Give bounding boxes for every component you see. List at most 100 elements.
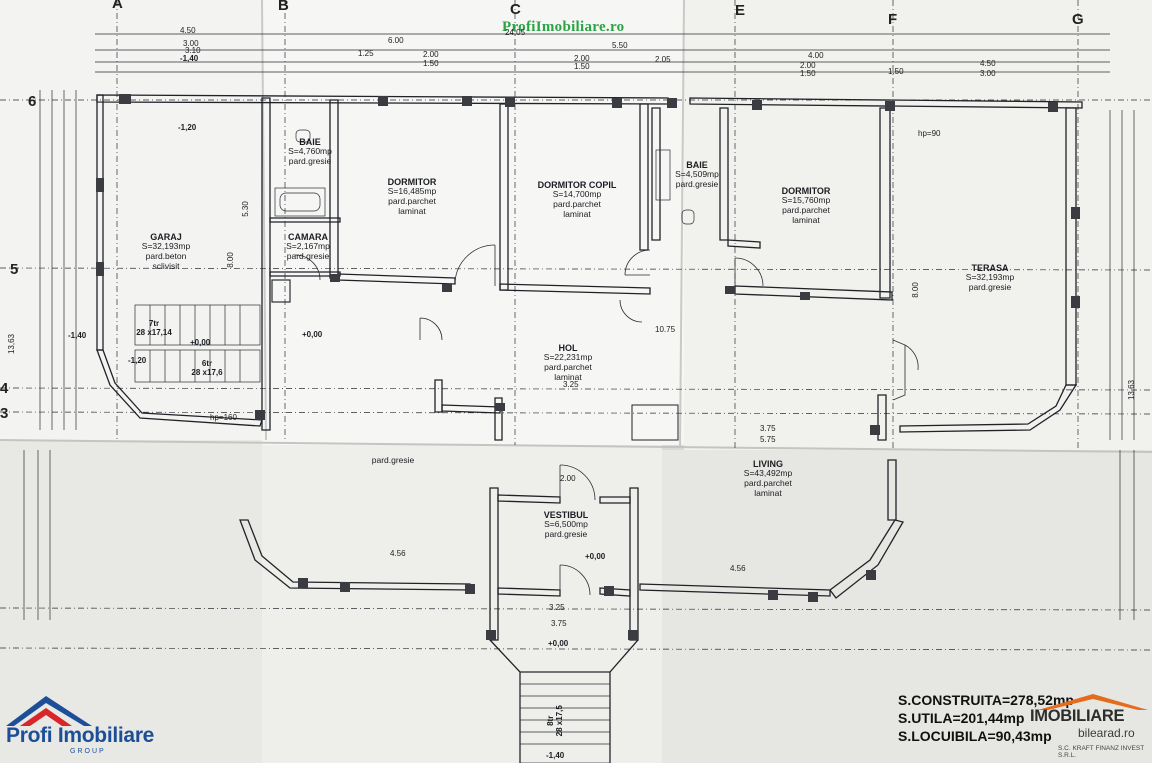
room-baie2-name: BAIE <box>686 160 708 170</box>
room-dormitor2: DORMITOR S=15,760mp pard.parchet laminat <box>782 186 831 226</box>
room-living-name: LIVING <box>752 459 784 469</box>
level-garaj: -1,20 <box>178 123 197 132</box>
logo-left-text: Profi Imobiliare <box>6 724 155 747</box>
room-garaj-area: S=32,193mp <box>141 241 191 252</box>
room-vestibul: VESTIBUL S=6,500mp pard.gresie <box>544 510 589 540</box>
roof-icon <box>1038 694 1148 710</box>
level-vestibul: +0,00 <box>585 552 606 561</box>
room-dormitor1-name: DORMITOR <box>387 177 437 187</box>
stair-garaj-a-size: 28 x17,14 <box>136 327 172 337</box>
room-hol: HOL S=22,231mp pard.parchet laminat <box>544 343 592 383</box>
dim-hp-90: hp=90 <box>918 129 941 138</box>
grid-letter-c: C <box>510 1 521 18</box>
room-partial-left-floor: pard.gresie <box>371 455 415 465</box>
dim-top-row2-4: 2.00 <box>574 54 590 63</box>
room-dormitor2-floor: pard.parchet <box>782 205 830 216</box>
room-hol-area: S=22,231mp <box>543 352 593 363</box>
room-baie1-floor: pard.gresie <box>288 156 332 167</box>
stair-entrance-size: 28 x17,5 <box>555 705 564 737</box>
level-entrance: +0,00 <box>548 639 569 648</box>
room-dormitor-copil-floor2: laminat <box>563 208 591 219</box>
grid-letter-a: A <box>112 0 123 12</box>
room-terasa-area: S=32,193mp <box>965 272 1015 283</box>
sheet-bottom-center <box>262 445 662 763</box>
room-dormitor1-area: S=16,485mp <box>387 186 437 197</box>
sheet-top-right <box>684 0 1152 455</box>
room-dormitor1-floor2: laminat <box>398 205 426 216</box>
dim-hp-160: hp=160 <box>210 413 237 422</box>
level-entrance-bottom: -1,40 <box>546 751 565 760</box>
room-living-floor2: laminat <box>754 487 782 498</box>
logo-right-text: IMOBILIARE <box>1030 707 1125 725</box>
house-roof-icon <box>6 696 92 726</box>
dim-top-1: 4.50 <box>180 26 196 35</box>
stair-entrance: 8tr 28 x17,5 <box>546 705 565 737</box>
dim-bottom-mid2: 5.75 <box>760 435 776 444</box>
summary-construita: S.CONSTRUITA=278,52mp <box>898 692 1074 708</box>
imobiliare-arad-logo: IMOBILIARE bilearad.ro S.C. KRAFT FINANZ… <box>1018 690 1152 763</box>
room-camara-name: CAMARA <box>288 232 328 242</box>
room-hol-floor2: laminat <box>554 371 582 382</box>
room-vestibul-area: S=6,500mp <box>544 519 588 530</box>
room-baie2: BAIE S=4,509mp pard.gresie <box>675 160 719 190</box>
room-living-floor: pard.parchet <box>744 478 792 489</box>
room-baie2-area: S=4,509mp <box>675 169 719 180</box>
dim-living-left: 4.56 <box>390 549 406 558</box>
dim-top-row2-2: 1.25 <box>358 49 374 58</box>
dim-vestibul-w: 2.00 <box>560 474 576 483</box>
room-baie2-floor: pard.gresie <box>675 179 719 190</box>
area-summary: S.CONSTRUITA=278,52mp S.UTILA=201,44mp S… <box>898 692 1074 746</box>
dim-garaj-depth: 8.00 <box>225 252 235 268</box>
room-garaj-name: GARAJ <box>150 232 182 242</box>
dim-top-row2-1: 3.00 <box>183 39 199 48</box>
dim-hol-len: 3.25 <box>563 380 579 389</box>
room-terasa: TERASA S=32,193mp pard.gresie <box>966 263 1014 293</box>
room-camara-area: S=2,167mp <box>286 241 330 252</box>
dim-garaj-len: 5.30 <box>240 201 250 217</box>
summary-locuibila: S.LOCUIBILA=90,43mp <box>898 727 1052 744</box>
room-dormitor-copil-floor: pard.parchet <box>553 199 601 210</box>
room-living: LIVING S=43,492mp pard.parchet laminat <box>744 459 792 499</box>
grid-letter-b: B <box>278 0 289 14</box>
room-dormitor1-floor: pard.parchet <box>388 196 436 207</box>
profi-imobiliare-logo: Profi Imobiliare GROUP <box>0 690 170 763</box>
grid-letter-e: E <box>735 2 746 19</box>
room-garaj-floor: pard.beton <box>145 251 187 262</box>
stair-garaj-b-steps: 6tr <box>201 359 213 368</box>
stair-garaj-b: 6tr 28 x17,6 <box>191 359 222 378</box>
dim-top-4: 4.00 <box>808 51 824 60</box>
stair-garaj-a: 7tr 28 x17,14 <box>136 319 172 338</box>
room-camara-floor: pard.gresie <box>286 251 330 262</box>
room-hol-name: HOL <box>558 343 578 353</box>
dim-top-row3-6: 3.00 <box>980 69 996 78</box>
dim-top-row2-5: 2.00 <box>800 61 816 70</box>
dim-vestibul-w2: 3.25 <box>549 603 565 612</box>
room-dormitor2-name: DORMITOR <box>781 186 831 196</box>
dim-entry-w: 3.75 <box>551 619 567 628</box>
dim-bottom-mid: 3.75 <box>760 424 776 433</box>
stair-entrance-steps: 8tr <box>546 715 556 726</box>
stair-garaj-a-steps: 7tr <box>148 319 160 328</box>
room-baie1-name: BAIE <box>299 137 321 147</box>
dim-top-row3-5: 1.50 <box>888 67 904 76</box>
room-baie1: BAIE S=4,760mp pard.gresie <box>288 137 332 167</box>
level-camara: +0,00 <box>302 330 323 339</box>
dim-top-row2-6: 2.05 <box>655 55 671 64</box>
grid-letter-f: F <box>888 11 898 28</box>
grid-number-4: 4 <box>0 380 9 397</box>
room-camara: CAMARA S=2,167mp pard.gresie <box>286 232 330 262</box>
logo-right-url: bilearad.ro <box>1078 726 1135 740</box>
grid-letter-g: G <box>1072 11 1084 28</box>
room-vestibul-floor: pard.gresie <box>544 529 588 540</box>
sheet-top-left <box>0 0 275 440</box>
sheet-bottom-left <box>0 440 262 763</box>
dim-living-width: 4.56 <box>730 564 746 573</box>
room-vestibul-name: VESTIBUL <box>543 510 589 520</box>
dim-top-overall: 24,05 <box>505 28 526 37</box>
dim-top-row3-2: 1.50 <box>423 59 439 68</box>
dim-top-3: 5.50 <box>612 41 628 50</box>
watermark-text: ProfiImobiliare.ro <box>502 19 625 35</box>
room-living-area: S=43,492mp <box>743 468 793 479</box>
room-dormitor1: DORMITOR S=16,485mp pard.parchet laminat <box>388 177 437 217</box>
